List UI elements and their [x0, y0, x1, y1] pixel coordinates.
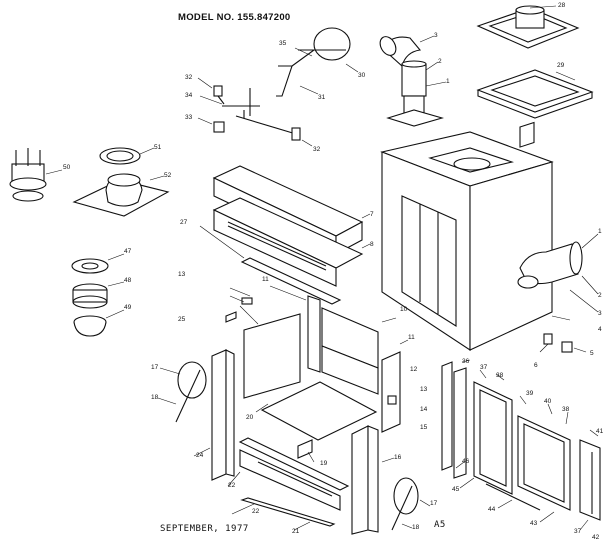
- callout-2-top: 2: [438, 58, 442, 65]
- flue-pipe-top: [379, 35, 447, 127]
- callout-29: 29: [557, 62, 565, 69]
- callout-42: 42: [592, 534, 600, 541]
- callout-13-right: 13: [420, 386, 428, 393]
- callout-21: 21: [292, 528, 300, 535]
- callout-40: 40: [544, 398, 552, 405]
- callout-19: 19: [320, 460, 328, 467]
- callout-11-right: 11: [408, 334, 415, 341]
- callout-51: 51: [154, 144, 162, 151]
- callout-8: 8: [370, 241, 374, 248]
- flue-collar-parts: [9, 147, 170, 217]
- callout-7: 7: [370, 211, 374, 218]
- callout-37-top: 37: [480, 364, 488, 371]
- callout-28: 28: [558, 2, 566, 9]
- model-number: MODEL NO. 155.847200: [178, 12, 291, 23]
- callout-17-left: 17: [151, 364, 159, 371]
- callout-31: 31: [318, 94, 326, 101]
- fireplace-body: [380, 121, 571, 352]
- callout-38-left: 38: [496, 372, 504, 379]
- callout-35: 35: [279, 40, 287, 47]
- callout-1-top: 1: [446, 78, 450, 85]
- pipe-rings: [71, 253, 125, 337]
- callout-6: 6: [534, 362, 538, 369]
- callout-33: 33: [185, 114, 193, 121]
- grille-panel: [212, 197, 371, 287]
- callout-27-top: 27: [180, 219, 188, 226]
- side-elbow-pipe: [517, 233, 599, 353]
- callout-46: 46: [462, 458, 470, 465]
- callout-22-bottom: 22: [252, 508, 260, 515]
- revision-date: SEPTEMBER, 1977: [160, 524, 249, 534]
- louver-strip: [199, 225, 342, 305]
- callout-37-bottom: 37: [574, 528, 582, 535]
- callout-14: 14: [420, 406, 428, 413]
- callout-16: 16: [394, 454, 402, 461]
- callout-18-left: 18: [151, 394, 159, 401]
- firebox-interior: [225, 285, 409, 441]
- callout-3-side: 3: [598, 310, 602, 317]
- callout-41: 41: [596, 428, 604, 435]
- fireplace-tool-right: [391, 477, 431, 531]
- callout-13-top: 13: [178, 271, 186, 278]
- callout-20: 20: [246, 414, 254, 421]
- callout-24: 24: [196, 452, 204, 459]
- callout-43: 43: [530, 520, 538, 527]
- fireplace-tool-left: [157, 361, 207, 423]
- glass-door-assembly: [441, 359, 601, 531]
- callout-34: 34: [185, 92, 193, 99]
- callout-48: 48: [124, 277, 132, 284]
- callout-1-side: 1: [598, 228, 602, 235]
- callout-11-left: 11: [262, 276, 269, 283]
- damper-assembly: [276, 27, 359, 97]
- callout-39: 39: [526, 390, 534, 397]
- callout-2-side: 2: [598, 292, 602, 299]
- callout-25: 25: [178, 316, 186, 323]
- callout-32-top: 32: [185, 74, 193, 81]
- callout-32-bottom: 32: [313, 146, 321, 153]
- callout-52: 52: [164, 172, 172, 179]
- callout-15: 15: [420, 424, 428, 431]
- callout-4: 4: [598, 326, 602, 333]
- callout-17-right: 17: [430, 500, 438, 507]
- callout-30: 30: [358, 72, 366, 79]
- callout-36: 36: [462, 358, 470, 365]
- callout-38-right: 38: [562, 406, 570, 413]
- callout-49: 49: [124, 304, 132, 311]
- ceiling-frame: [476, 69, 594, 119]
- callout-5: 5: [590, 350, 594, 357]
- callout-3-top: 3: [434, 32, 438, 39]
- callout-10: 10: [400, 306, 408, 313]
- callout-22-top: 22: [228, 482, 236, 489]
- callout-47: 47: [124, 248, 132, 255]
- callout-50: 50: [63, 164, 71, 171]
- front-trim-parts: [193, 349, 395, 535]
- chimney-cap: [476, 5, 580, 49]
- callout-12: 12: [410, 366, 418, 373]
- callout-45: 45: [452, 486, 460, 493]
- damper-rod: [197, 77, 313, 147]
- callout-44: 44: [488, 506, 496, 513]
- callout-18-right: 18: [412, 524, 420, 531]
- page-code: A5: [434, 520, 446, 530]
